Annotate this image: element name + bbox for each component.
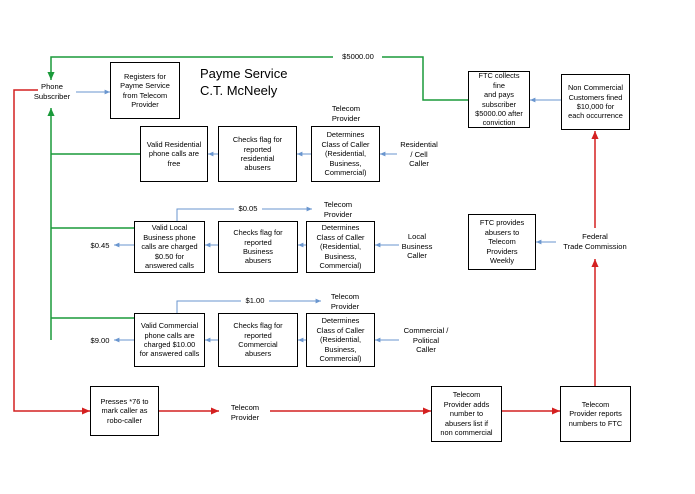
checks-business-box: Checks flag for reported Business abuser… [218,221,298,273]
payout-amount-label: $5000.00 [342,52,374,61]
valid-commercial-box: Valid Commercial phone calls are charged… [134,313,205,367]
telecom-provider-label-business: Telecom Provider [323,200,353,219]
valid-residential-box: Valid Residential phone calls are free [140,126,208,182]
arrow-commercial-charge-to-provider [176,300,241,313]
commercial-political-caller-label: Commercial / Political Caller [403,326,449,355]
telecom-provider-label-top: Telecom Provider [331,104,361,123]
residential-caller-label: Residential / Cell Caller [400,140,438,169]
green-line-ftc-to-subscriber [382,56,468,101]
business-refund-label: $0.45 [90,241,110,250]
commercial-charge-label: $1.00 [245,296,265,305]
determines-class-box-3: Determines Class of Caller (Residential,… [306,313,375,367]
valid-local-business-box: Valid Local Business phone calls are cha… [134,221,205,273]
commercial-refund-label: $9.00 [90,336,110,345]
registers-box: Registers for Payme Service from Telecom… [110,62,180,119]
telecom-provider-label-bottom: Telecom Provider [230,403,260,422]
ftc-collects-box: FTC collects fine and pays subscriber $5… [468,71,530,128]
red-line-subscriber-to-presses [13,89,90,415]
diagram-title: Payme Service C.T. McNeely [200,66,288,98]
provider-adds-box: Telecom Provider adds number to abusers … [431,386,502,442]
non-commercial-fined-box: Non Commercial Customers fined $10,000 f… [561,74,630,130]
determines-class-box-2: Determines Class of Caller (Residential,… [306,221,375,273]
provider-reports-box: Telecom Provider reports numbers to FTC [560,386,631,442]
arrow-business-charge-to-provider [176,208,234,221]
green-line-payout-arrow [47,56,333,80]
ftc-label: Federal Trade Commission [563,232,627,251]
presses-76-box: Presses *76 to mark caller as robo-calle… [90,386,159,436]
local-business-caller-label: Local Business Caller [401,232,433,261]
telecom-provider-label-commercial: Telecom Provider [330,292,360,311]
phone-subscriber-label: Phone Subscriber [33,82,71,101]
determines-class-box-1: Determines Class of Caller (Residential,… [311,126,380,182]
checks-commercial-box: Checks flag for reported Commercial abus… [218,313,298,367]
business-charge-label: $0.05 [238,204,258,213]
checks-residential-box: Checks flag for reported residential abu… [218,126,297,182]
ftc-provides-box: FTC provides abusers to Telecom Provider… [468,214,536,270]
